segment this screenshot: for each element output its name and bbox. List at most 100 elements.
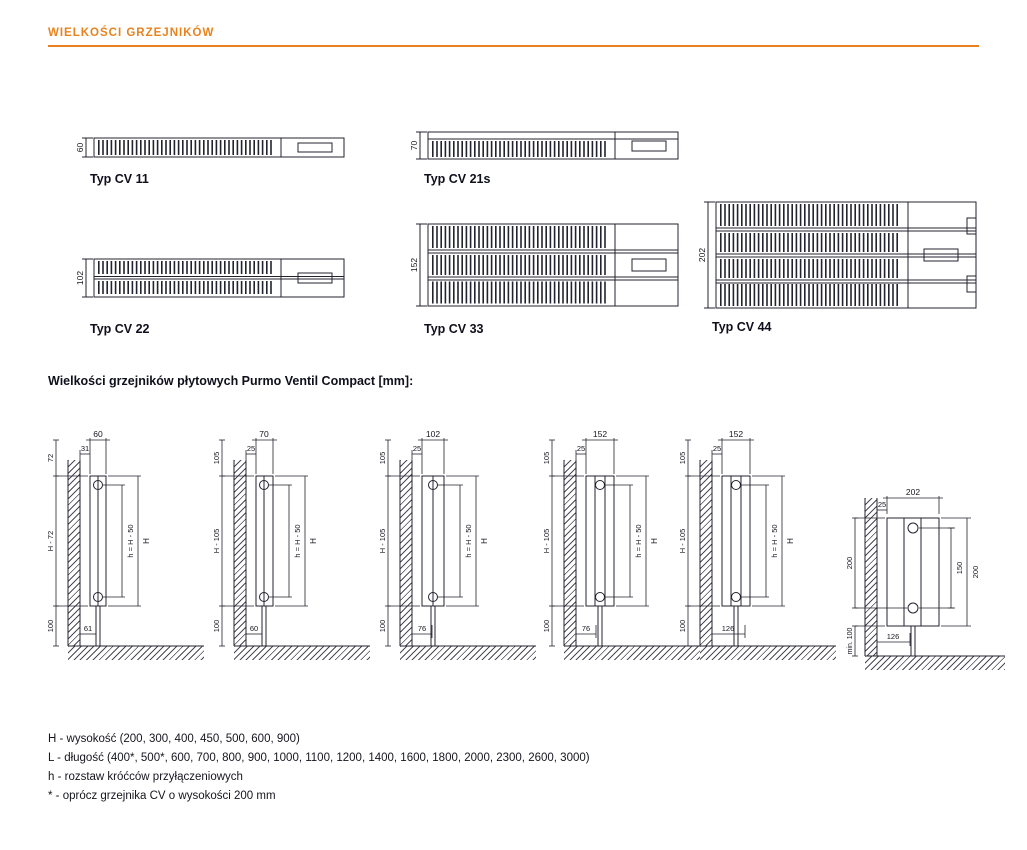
side-view-4: 152 25 105 H - 105 100 h = H - 50 H 76: [542, 428, 707, 678]
depth-dim-label: 152: [593, 429, 607, 439]
cv21s-depth-label: 70: [410, 141, 419, 151]
height-span-label: H - 105: [378, 529, 387, 554]
top-offset-label: 105: [212, 452, 221, 465]
gap-dim-label: 31: [81, 444, 89, 453]
floor-hatch: [68, 646, 204, 660]
structure-lines: [399, 460, 536, 647]
depth-dim-label: 152: [729, 429, 743, 439]
floor-hatch: [400, 646, 536, 660]
type-label-cv33: Typ CV 33: [424, 322, 484, 336]
legend-line-connections: h - rozstaw króćców przyłączeniowych: [48, 771, 243, 783]
corner-detail-svg: 202 25 200 min. 100 150 200 126: [845, 488, 1005, 657]
pipe-offset-label: 76: [582, 624, 590, 633]
cross-section-cv22-svg: 102: [76, 258, 345, 298]
cross-section-cv21s: 70: [410, 129, 682, 163]
wall-hatch: [68, 460, 80, 646]
side-view-2: 70 25 105 H - 105 100 h = H - 50 H 60: [212, 428, 377, 678]
side-view-3: 102 25 105 H - 105 100 h = H - 50 H 76: [378, 428, 543, 678]
type-label-cv44: Typ CV 44: [712, 320, 772, 334]
floor-clearance-label: 100: [542, 620, 551, 633]
total-height-label: H: [142, 538, 151, 544]
type-label-cv21s: Typ CV 21s: [424, 172, 491, 186]
valve-span-label: 150: [955, 562, 964, 575]
corner-mounting-detail: 202 25 200 min. 100 150 200 126: [845, 488, 1020, 688]
side-view-1: 60 31 72 H - 72 100 h = H - 50 H 61: [46, 428, 211, 678]
depth-dim-label: 60: [93, 429, 103, 439]
top-offset-label: 72: [46, 454, 55, 462]
floor-hatch: [865, 656, 1005, 670]
floor-clearance-label: 100: [378, 620, 387, 633]
cv44-depth-label: 202: [698, 248, 707, 262]
height-span-label: H - 105: [678, 529, 687, 554]
connection-span-label: h = H - 50: [293, 524, 302, 557]
connection-span-label: h = H - 50: [770, 524, 779, 557]
side-view-3-svg: 102 25 105 H - 105 100 h = H - 50 H 76: [378, 429, 536, 647]
side-view-5-svg: 152 25 105 H - 105 100 h = H - 50 H 126: [678, 429, 836, 647]
cross-section-cv33-svg: 152: [410, 223, 679, 307]
structure-lines: [233, 460, 370, 647]
cross-section-cv44: 202: [698, 200, 980, 312]
gap-dim-label: 25: [878, 500, 886, 509]
right-height-label: 200: [971, 566, 980, 579]
dimension-lines: [219, 438, 308, 647]
wall-hatch: [234, 460, 246, 646]
top-offset-label: 105: [542, 452, 551, 465]
cross-section-cv44-svg: 202: [698, 201, 977, 309]
top-offset-label: 105: [678, 452, 687, 465]
cv44-body: [704, 201, 977, 309]
total-height-label: H: [650, 538, 659, 544]
structure-lines: [67, 460, 204, 647]
connection-span-label: h = H - 50: [634, 524, 643, 557]
floor-clearance-label: 100: [678, 620, 687, 633]
dimension-lines: [385, 438, 479, 647]
dimension-lines: [852, 496, 971, 657]
depth-dim-label: 70: [259, 429, 269, 439]
top-offset-label: 105: [378, 452, 387, 465]
gap-dim-label: 25: [713, 444, 721, 453]
section-heading: Wielkości grzejników płytowych Purmo Ven…: [48, 374, 414, 388]
height-span-label: H - 72: [46, 531, 55, 551]
cross-section-cv33: 152: [410, 222, 682, 312]
pipe-offset-label: 126: [722, 624, 735, 633]
gap-dim-label: 25: [247, 444, 255, 453]
floor-hatch: [564, 646, 700, 660]
type-label-cv11: Typ CV 11: [90, 172, 149, 186]
cv22-body: [82, 258, 345, 298]
cv11-body: [82, 137, 345, 158]
height-span-label: H - 105: [212, 529, 221, 554]
cross-section-cv22: 102: [76, 257, 348, 301]
pipe-offset-label: 61: [84, 624, 92, 633]
legend-line-height: H - wysokość (200, 300, 400, 450, 500, 6…: [48, 733, 300, 745]
dimension-lines: [685, 438, 785, 647]
floor-hatch: [234, 646, 370, 660]
legend-line-length: L - długość (400*, 500*, 600, 700, 800, …: [48, 752, 590, 764]
cross-section-cv11-svg: 60: [76, 137, 345, 158]
structure-lines: [699, 460, 836, 647]
cross-section-cv11: 60: [76, 134, 348, 162]
gap-dim-label: 25: [413, 444, 421, 453]
cv22-depth-label: 102: [76, 271, 85, 285]
wall-hatch: [865, 498, 877, 656]
wall-hatch: [564, 460, 576, 646]
depth-dim-label: 102: [426, 429, 440, 439]
legend-line-note: * - oprócz grzejnika CV o wysokości 200 …: [48, 790, 276, 802]
height-span-label: H - 105: [542, 529, 551, 554]
type-label-cv22: Typ CV 22: [90, 322, 150, 336]
page-title: WIELKOŚCI GRZEJNIKÓW: [48, 27, 215, 39]
side-view-1-svg: 60 31 72 H - 72 100 h = H - 50 H 61: [46, 429, 204, 647]
total-height-label: H: [786, 538, 795, 544]
side-view-4-svg: 152 25 105 H - 105 100 h = H - 50 H 76: [542, 429, 700, 647]
total-height-label: H: [309, 538, 318, 544]
header-rule: [48, 45, 979, 47]
floor-clearance-label: 100: [212, 620, 221, 633]
wall-hatch: [700, 460, 712, 646]
depth-dim-label: 202: [906, 488, 920, 497]
side-view-2-svg: 70 25 105 H - 105 100 h = H - 50 H 60: [212, 429, 370, 647]
cv21s-body: [416, 131, 679, 160]
dimension-lines: [549, 438, 649, 647]
connection-span-label: h = H - 50: [464, 524, 473, 557]
gap-dim-label: 25: [577, 444, 585, 453]
cv33-body: [416, 223, 679, 307]
dimension-lines: [53, 438, 141, 647]
